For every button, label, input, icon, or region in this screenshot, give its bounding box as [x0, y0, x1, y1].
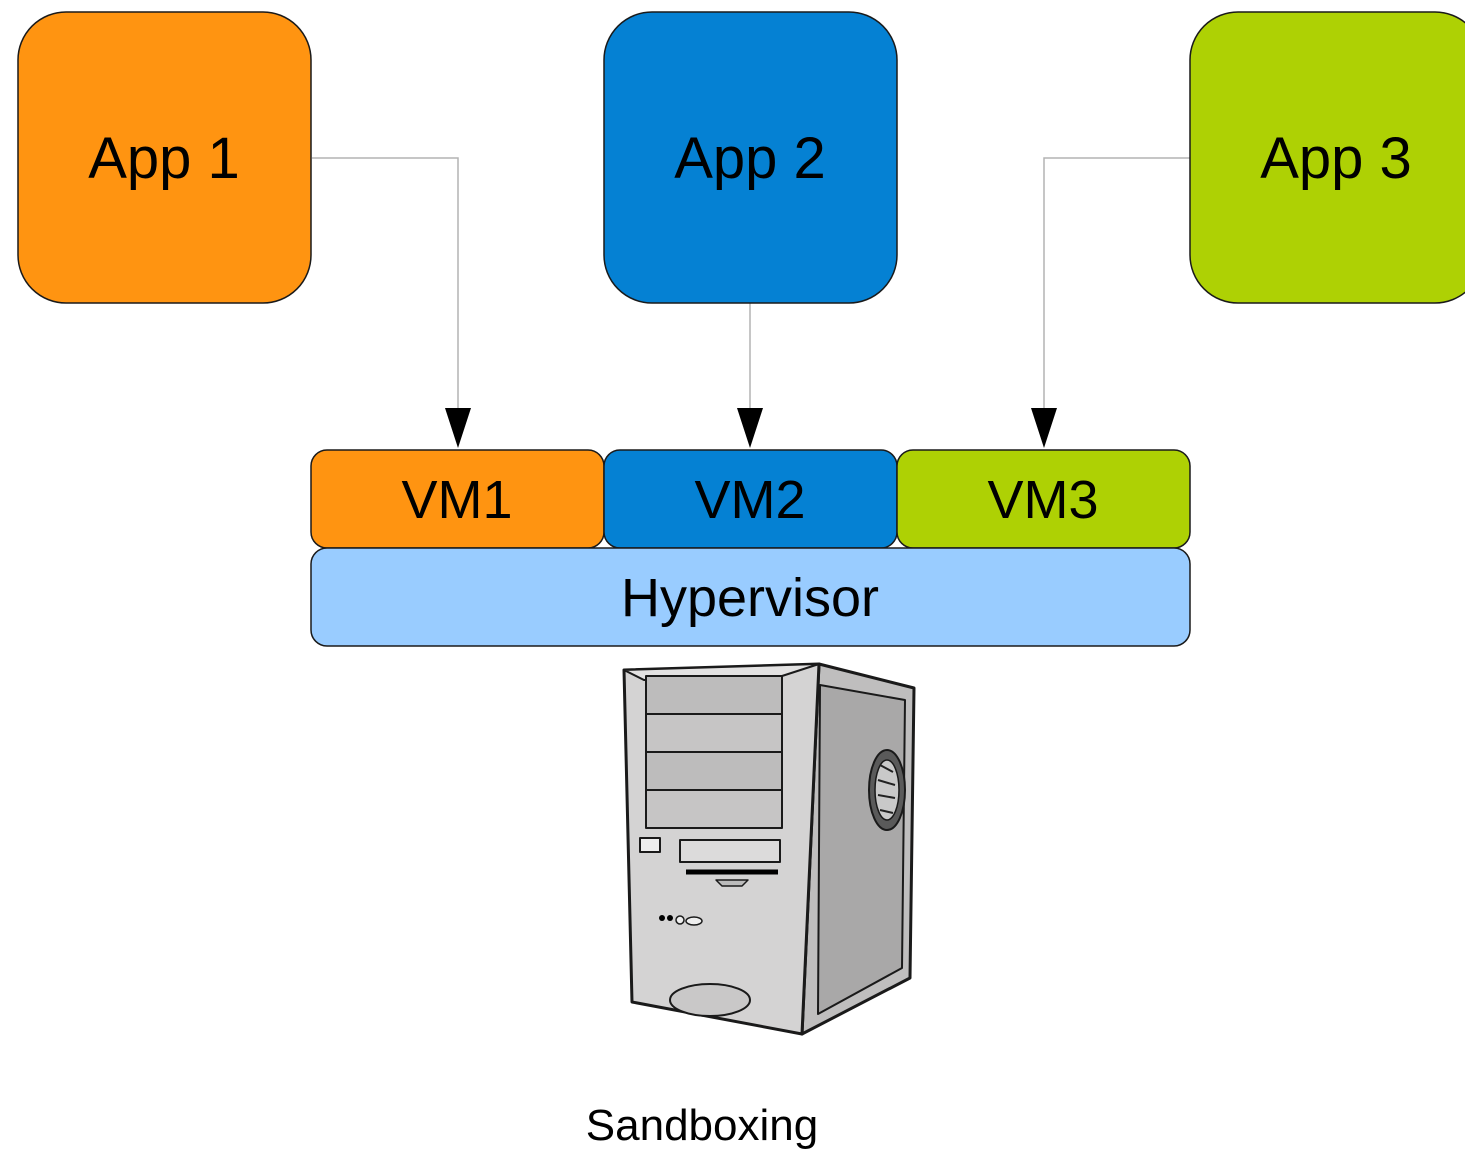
app-label: App 3	[1260, 126, 1412, 191]
hypervisor-box: Hypervisor	[310, 547, 1191, 647]
arrow-down-icon	[737, 408, 763, 448]
app-box: App 1	[17, 11, 312, 304]
diagram-caption: Sandboxing	[586, 1101, 818, 1150]
server-tower-icon	[622, 662, 916, 1036]
connector-app1-vm1	[312, 157, 459, 410]
vm-box: VM2	[603, 449, 898, 549]
arrow-down-icon	[1031, 408, 1057, 448]
arrow-down-icon	[445, 408, 471, 448]
hypervisor-label: Hypervisor	[621, 568, 879, 628]
app-box: App 3	[1189, 11, 1465, 304]
app-label: App 1	[88, 126, 240, 191]
vm-label: VM1	[401, 470, 512, 530]
app-label: App 2	[674, 126, 826, 191]
vm-label: VM2	[694, 470, 805, 530]
vm-box: VM1	[310, 449, 605, 549]
connector-app3-vm3	[1043, 157, 1190, 410]
app-box: App 2	[603, 11, 898, 304]
vm-label: VM3	[987, 470, 1098, 530]
vm-box: VM3	[896, 449, 1191, 549]
